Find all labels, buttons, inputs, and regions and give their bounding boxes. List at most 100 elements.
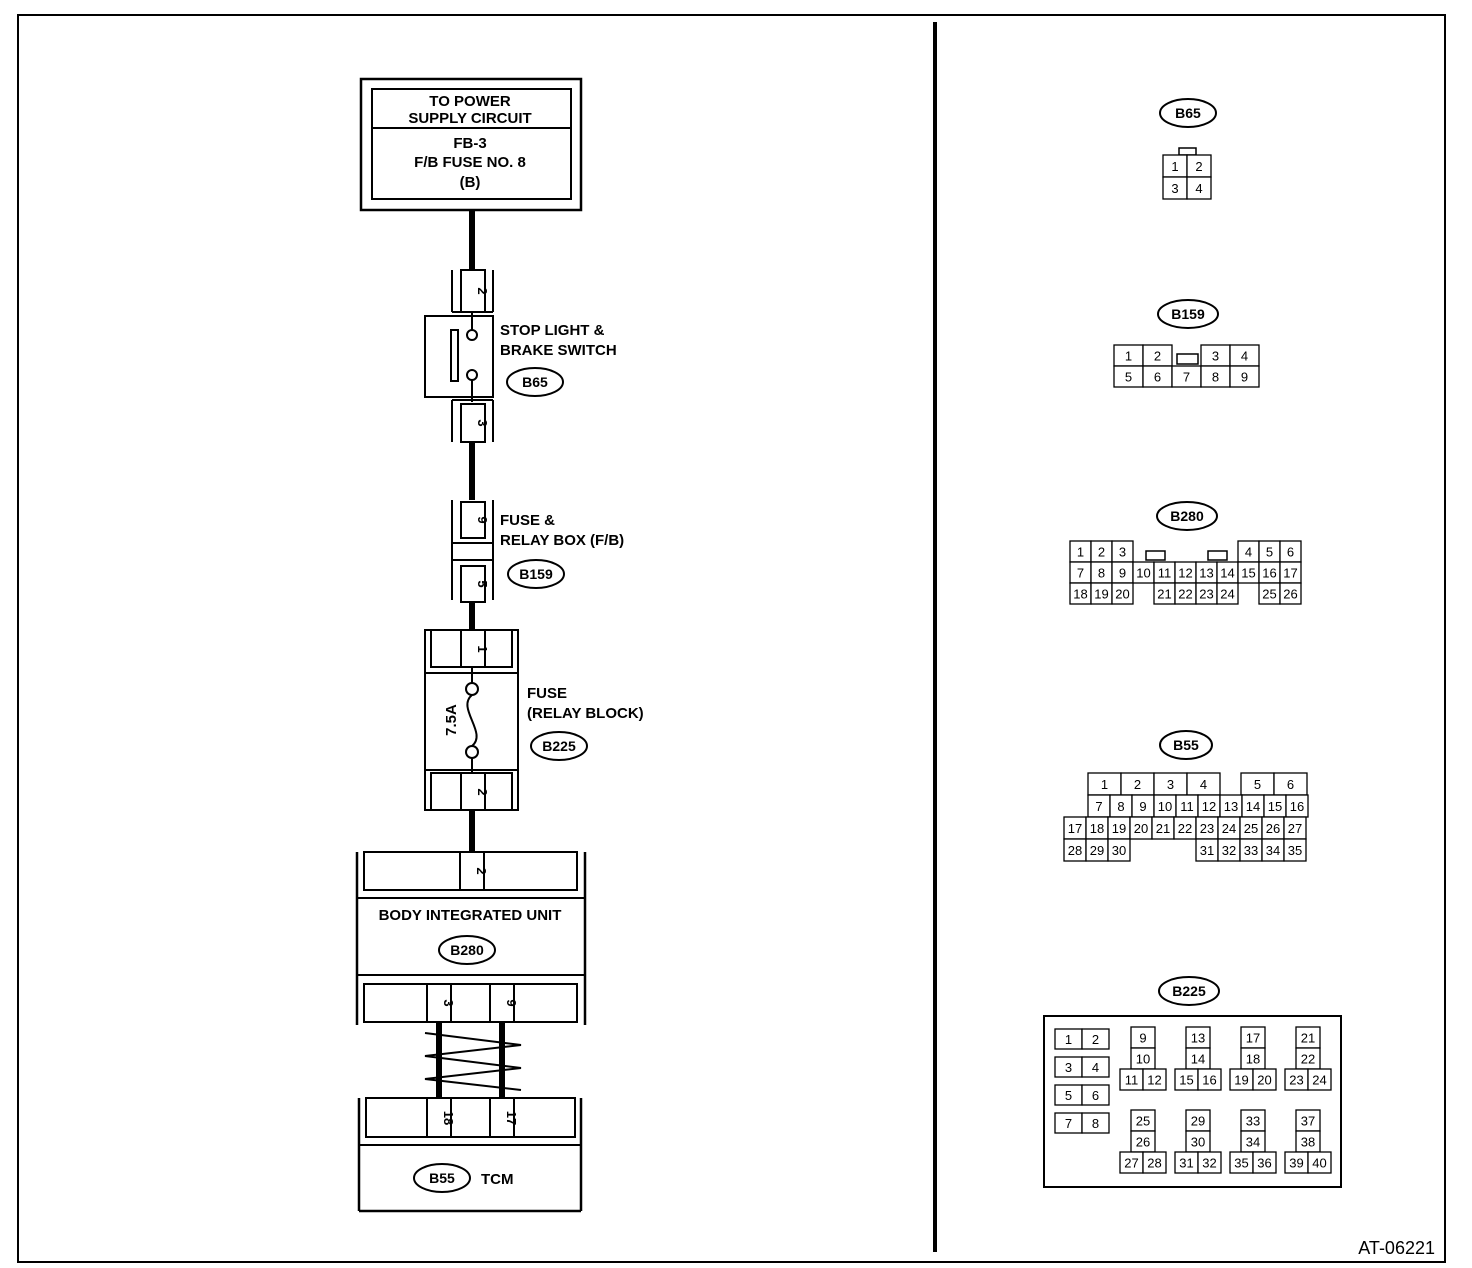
b55-pin-26-label: 26 (1266, 821, 1280, 836)
b65-pin-1-label: 1 (1171, 159, 1178, 174)
b225-pin-35-label: 35 (1234, 1156, 1248, 1171)
b159-pin-6-label: 6 (1154, 370, 1161, 385)
b280-pin-2-label: 2 (1098, 545, 1105, 560)
b225-pin-8-cell (1081, 1112, 1110, 1134)
b280-pin-5-label: 5 (1266, 545, 1273, 560)
diagram-frame (17, 14, 1446, 1263)
face-b55-id: B55 (1173, 737, 1199, 753)
b280-pin-25-label: 25 (1262, 587, 1276, 602)
b225-pin-6-cell (1081, 1084, 1110, 1106)
b55-pin-30-cell (1107, 838, 1131, 862)
b225-pin-28-cell (1142, 1151, 1167, 1174)
b280-pin-7-label: 7 (1077, 566, 1084, 581)
b55-pin-21-label: 21 (1156, 821, 1170, 836)
b280-pin-24-label: 24 (1220, 587, 1234, 602)
b225-pin-39-label: 39 (1289, 1156, 1303, 1171)
b55-pin-29-label: 29 (1090, 843, 1104, 858)
b55-pin-17-label: 17 (1068, 821, 1082, 836)
face-b159-id: B159 (1171, 306, 1205, 322)
b280-pin-2: 2 (474, 867, 489, 874)
b225-pin-28-label: 28 (1147, 1156, 1161, 1171)
b225-pin-12-cell (1142, 1068, 1167, 1091)
power-line2: SUPPLY CIRCUIT (408, 110, 531, 127)
b55-pin-12-label: 12 (1202, 799, 1216, 814)
b55-pin-18-label: 18 (1090, 821, 1104, 836)
b65-pin-3: 3 (475, 419, 490, 426)
b225-pin-20-cell (1252, 1068, 1277, 1091)
b280-pin-9: 9 (504, 999, 519, 1006)
b65-pin-4-cell (1186, 176, 1212, 200)
b225-pin-1-label: 1 (1065, 1032, 1072, 1047)
b280-pin-12-label: 12 (1178, 566, 1192, 581)
b225-pin-26-label: 26 (1136, 1135, 1150, 1150)
b225-pin-13-label: 13 (1191, 1031, 1205, 1046)
b280-pin-17-label: 17 (1283, 566, 1297, 581)
connector-b225-label: B225 (542, 738, 576, 754)
b65-pin-3-label: 3 (1171, 181, 1178, 196)
connector-b55-label: B55 (429, 1170, 455, 1186)
fuse-relay-box: 9 5 FUSE & RELAY BOX (F/B) B159 (451, 500, 624, 603)
b280-pin-9-label: 9 (1119, 566, 1126, 581)
b280-pin-11-label: 11 (1158, 566, 1172, 581)
b55-pin-10-label: 10 (1158, 799, 1172, 814)
b225-pin-23-label: 23 (1289, 1073, 1303, 1088)
fuse-rating: 7.5A (443, 704, 460, 736)
stop-switch-label1: STOP LIGHT & (500, 322, 605, 339)
power-line3: FB-3 (453, 135, 486, 152)
b55-pin-24-label: 24 (1222, 821, 1236, 836)
b55-pin-13-label: 13 (1224, 799, 1238, 814)
body-unit-label: BODY INTEGRATED UNIT (379, 907, 562, 924)
b280-pin-4-label: 4 (1245, 545, 1252, 560)
relay-block-label2: (RELAY BLOCK) (527, 705, 644, 722)
b225-pin-40-label: 40 (1312, 1156, 1326, 1171)
connector-b159-label: B159 (519, 566, 553, 582)
b280-pin-26-cell (1279, 582, 1302, 605)
b280-pin-15-label: 15 (1241, 566, 1255, 581)
b225-pin-27-label: 27 (1124, 1156, 1138, 1171)
b280-pin-21-label: 21 (1157, 587, 1171, 602)
b225-pin-20-label: 20 (1257, 1073, 1271, 1088)
b55-pin-31-label: 31 (1200, 843, 1214, 858)
b55-pin-30-label: 30 (1112, 843, 1126, 858)
connector-b280-label: B280 (450, 942, 484, 958)
b55-pin-35-cell (1283, 838, 1307, 862)
tcm-label: TCM (481, 1171, 514, 1188)
b280-pin-3: 3 (441, 999, 456, 1006)
face-b225-id: B225 (1172, 983, 1206, 999)
b225-pin-16-cell (1197, 1068, 1222, 1091)
body-integrated-unit: 2 BODY INTEGRATED UNIT B280 3 9 (355, 851, 587, 1025)
b225-pin-36-label: 36 (1257, 1156, 1271, 1171)
tcm-unit: 18 17 B55 TCM (357, 1097, 583, 1213)
b225-pin-32-cell (1197, 1151, 1222, 1174)
b280-pin-20-cell (1111, 582, 1134, 605)
b280-pin-20-label: 20 (1115, 587, 1129, 602)
b280-pin-8-label: 8 (1098, 566, 1105, 581)
b55-pin-6-label: 6 (1287, 777, 1294, 792)
b225-pin-1: 1 (475, 645, 490, 652)
b225-pin-16-label: 16 (1202, 1073, 1216, 1088)
b225-pin-22-label: 22 (1301, 1052, 1315, 1067)
twisted-pair-wires (424, 1022, 522, 1098)
b55-pin-25-label: 25 (1244, 821, 1258, 836)
b65-pin-4-label: 4 (1195, 181, 1202, 196)
b55-pin-1-label: 1 (1101, 777, 1108, 792)
b55-pin-28-label: 28 (1068, 843, 1082, 858)
b159-pin-1-label: 1 (1125, 349, 1132, 364)
b225-pin-2-cell (1081, 1028, 1110, 1050)
b280-pin-6-label: 6 (1287, 545, 1294, 560)
b225-pin-5-label: 5 (1065, 1088, 1072, 1103)
b159-pin-3-label: 3 (1212, 349, 1219, 364)
fuse-box-label2: RELAY BOX (F/B) (500, 532, 624, 549)
connector-b65-label: B65 (522, 374, 548, 390)
b55-pin-32-label: 32 (1222, 843, 1236, 858)
b280-pin-16-label: 16 (1262, 566, 1276, 581)
b55-pin-5-label: 5 (1254, 777, 1261, 792)
b55-pin-33-label: 33 (1244, 843, 1258, 858)
b159-pin-5-label: 5 (1125, 370, 1132, 385)
power-line1: TO POWER (429, 93, 511, 110)
b225-pin-14-label: 14 (1191, 1052, 1205, 1067)
